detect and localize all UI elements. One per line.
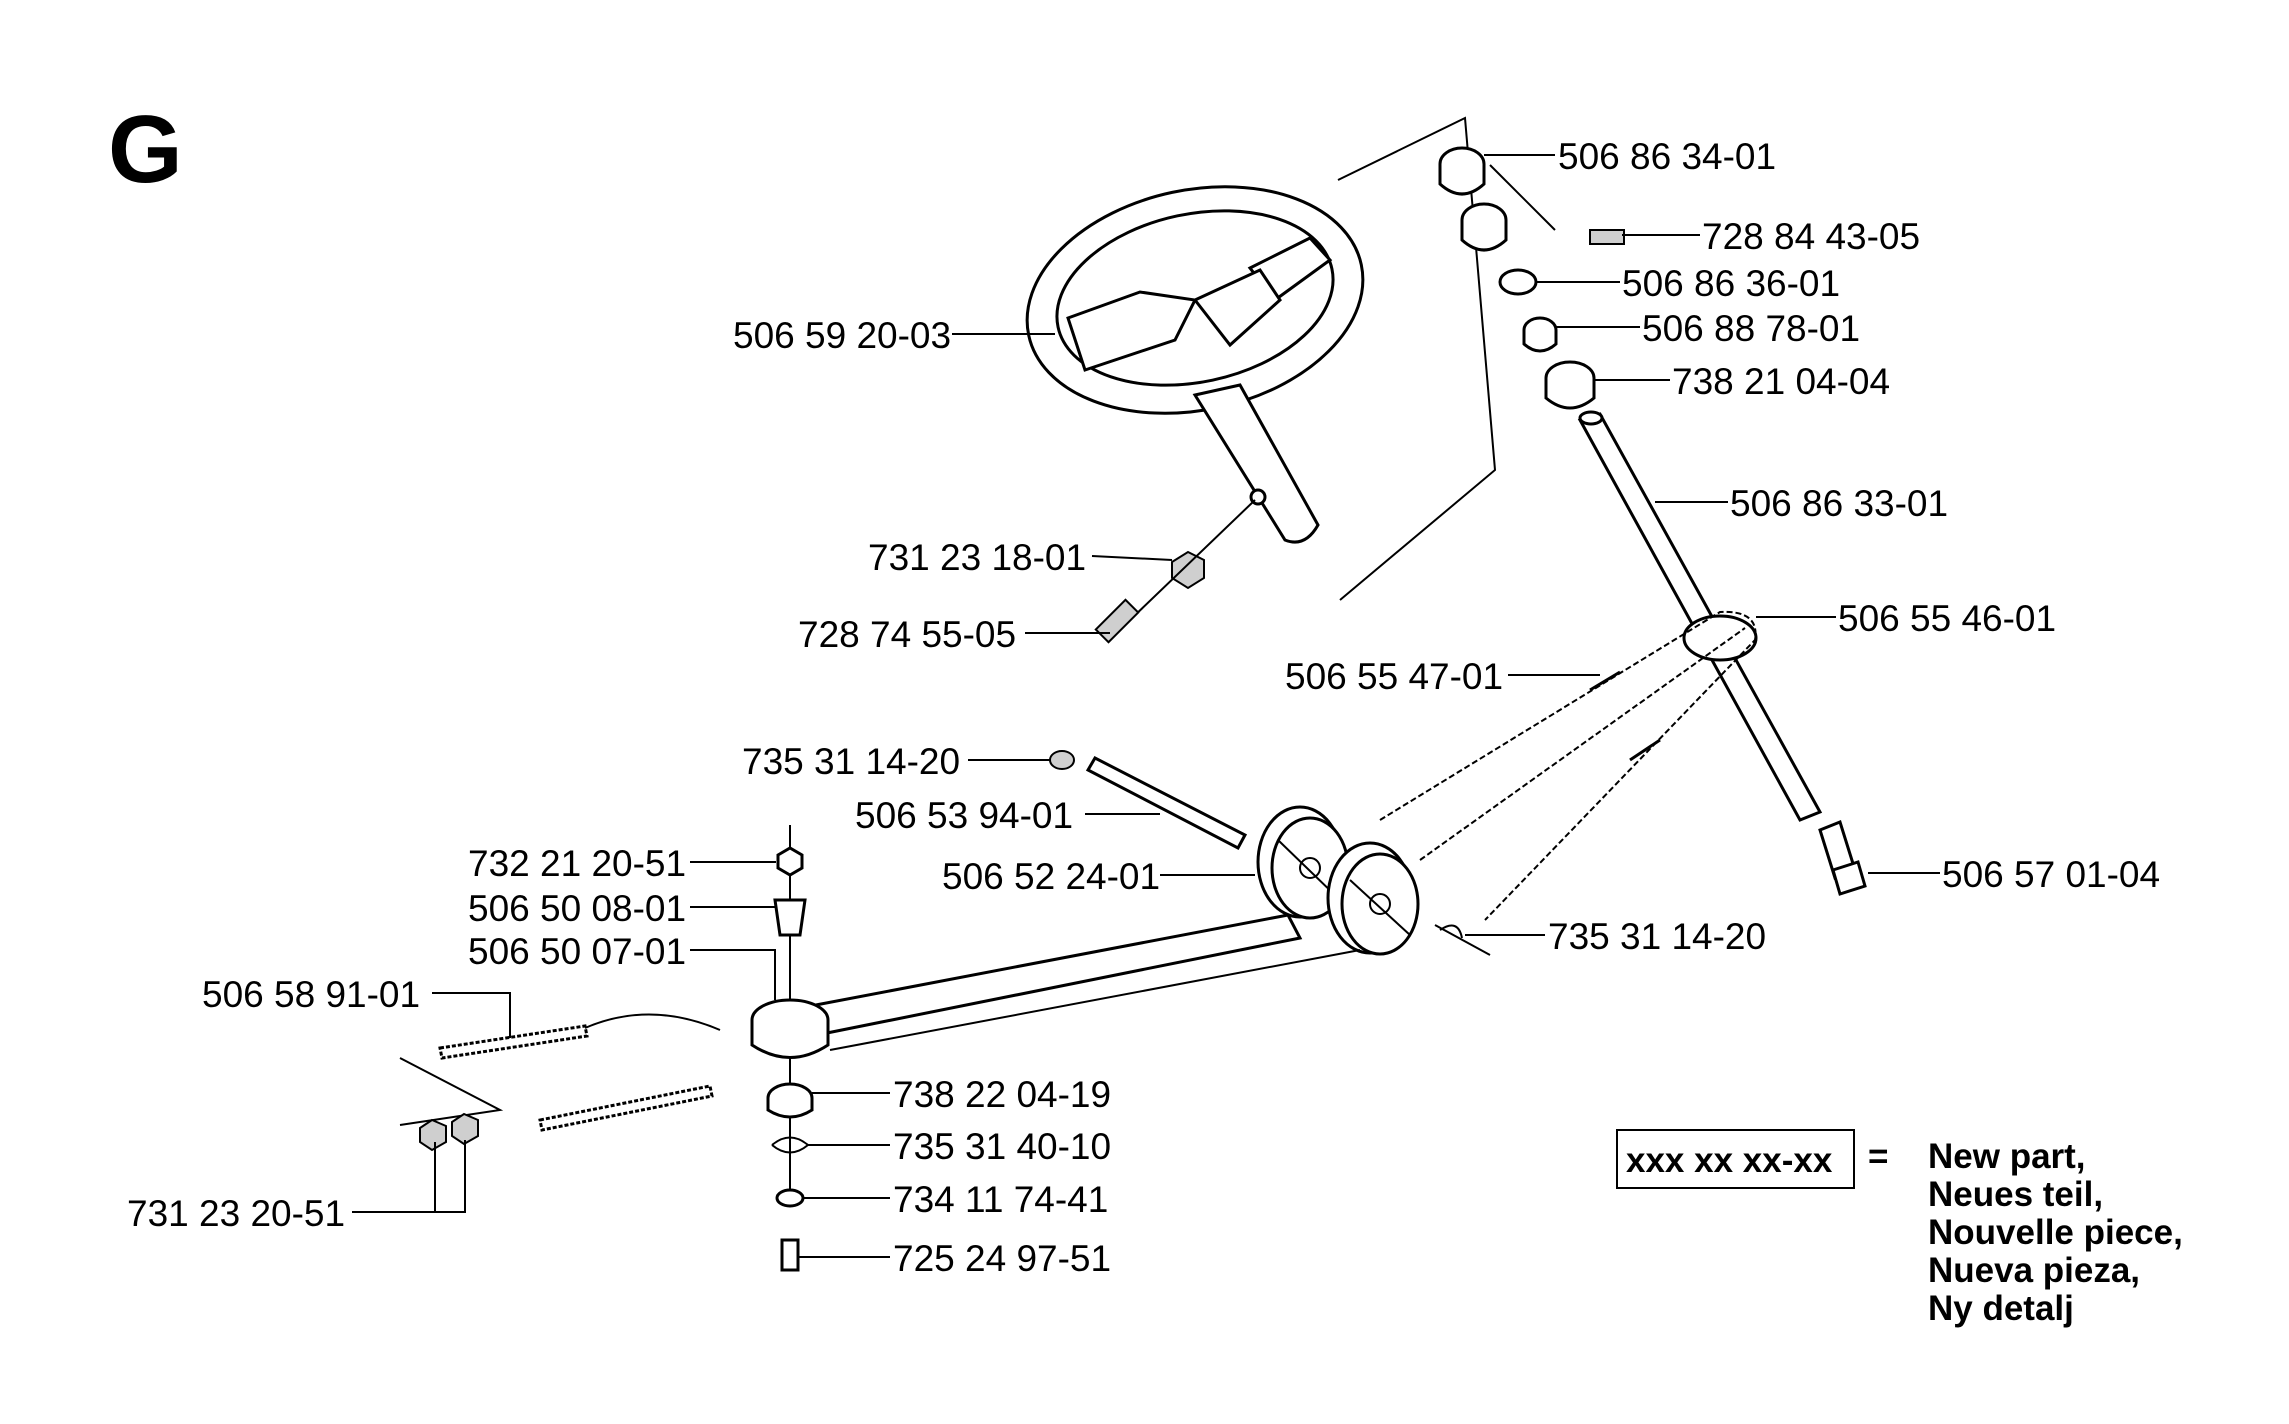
nut-left-b bbox=[451, 1112, 479, 1146]
pivot-assembly bbox=[750, 825, 830, 1272]
legend-box bbox=[1616, 1129, 1855, 1189]
chain-sprocket bbox=[1379, 610, 1758, 921]
part-label: 731 23 20-51 bbox=[127, 1193, 345, 1234]
leader-lines bbox=[352, 154, 1940, 1258]
legend-line: Nueva pieza, bbox=[1928, 1251, 2140, 1290]
part-label: 506 55 46-01 bbox=[1838, 598, 2056, 639]
part-label: 506 88 78-01 bbox=[1642, 308, 1860, 349]
part-label: 731 23 18-01 bbox=[868, 537, 1086, 578]
threaded-rods bbox=[399, 1013, 721, 1132]
part-label: 728 84 43-05 bbox=[1702, 216, 1920, 257]
part-label: 506 57 01-04 bbox=[1942, 854, 2160, 895]
part-label: 506 52 24-01 bbox=[942, 856, 1160, 897]
part-label: 728 74 55-05 bbox=[798, 614, 1016, 655]
nut-left-a bbox=[419, 1118, 447, 1152]
legend-box-text: xxx xx xx-xx bbox=[1626, 1141, 1833, 1180]
legend-line: Ny detalj bbox=[1928, 1289, 2074, 1328]
steering-wheel bbox=[1025, 185, 1365, 544]
nut-small bbox=[1171, 550, 1205, 590]
axle bbox=[1049, 750, 1248, 851]
legend-line: New part, bbox=[1928, 1137, 2086, 1176]
part-label: 735 31 14-20 bbox=[742, 741, 960, 782]
group-bracket bbox=[1337, 116, 1497, 601]
part-label: 506 86 34-01 bbox=[1558, 136, 1776, 177]
assembly-axis bbox=[1129, 499, 1256, 621]
part-label: 732 21 20-51 bbox=[468, 843, 686, 884]
column-stack bbox=[1438, 146, 1867, 896]
pulleys bbox=[1256, 805, 1420, 956]
legend-equals: = bbox=[1868, 1137, 1888, 1176]
part-label: 506 58 91-01 bbox=[202, 974, 420, 1015]
part-label: 506 53 94-01 bbox=[855, 795, 1073, 836]
part-labels: 506 86 34-01 728 84 43-05 506 86 36-01 5… bbox=[127, 136, 2160, 1279]
part-label: 506 86 33-01 bbox=[1730, 483, 1948, 524]
part-label: 506 50 08-01 bbox=[468, 888, 686, 929]
part-label: 734 11 74-41 bbox=[893, 1179, 1108, 1220]
section-letter: G bbox=[108, 96, 183, 203]
part-label: 738 21 04-04 bbox=[1672, 361, 1890, 402]
part-label: 725 24 97-51 bbox=[893, 1238, 1111, 1279]
parts-drawing bbox=[399, 116, 1867, 1272]
part-label: 738 22 04-19 bbox=[893, 1074, 1111, 1115]
part-label: 735 31 40-10 bbox=[893, 1126, 1111, 1167]
legend-line: Neues teil, bbox=[1928, 1175, 2103, 1214]
legend-line: Nouvelle piece, bbox=[1928, 1213, 2183, 1252]
part-label: 506 86 36-01 bbox=[1622, 263, 1840, 304]
part-label: 506 59 20-03 bbox=[733, 315, 951, 356]
part-label: 506 55 47-01 bbox=[1285, 656, 1503, 697]
part-label: 735 31 14-20 bbox=[1548, 916, 1766, 957]
new-part-legend: xxx xx xx-xx = New part, Neues teil, Nou… bbox=[1616, 1129, 2183, 1328]
set-screw bbox=[1094, 598, 1140, 644]
part-label: 506 50 07-01 bbox=[468, 931, 686, 972]
